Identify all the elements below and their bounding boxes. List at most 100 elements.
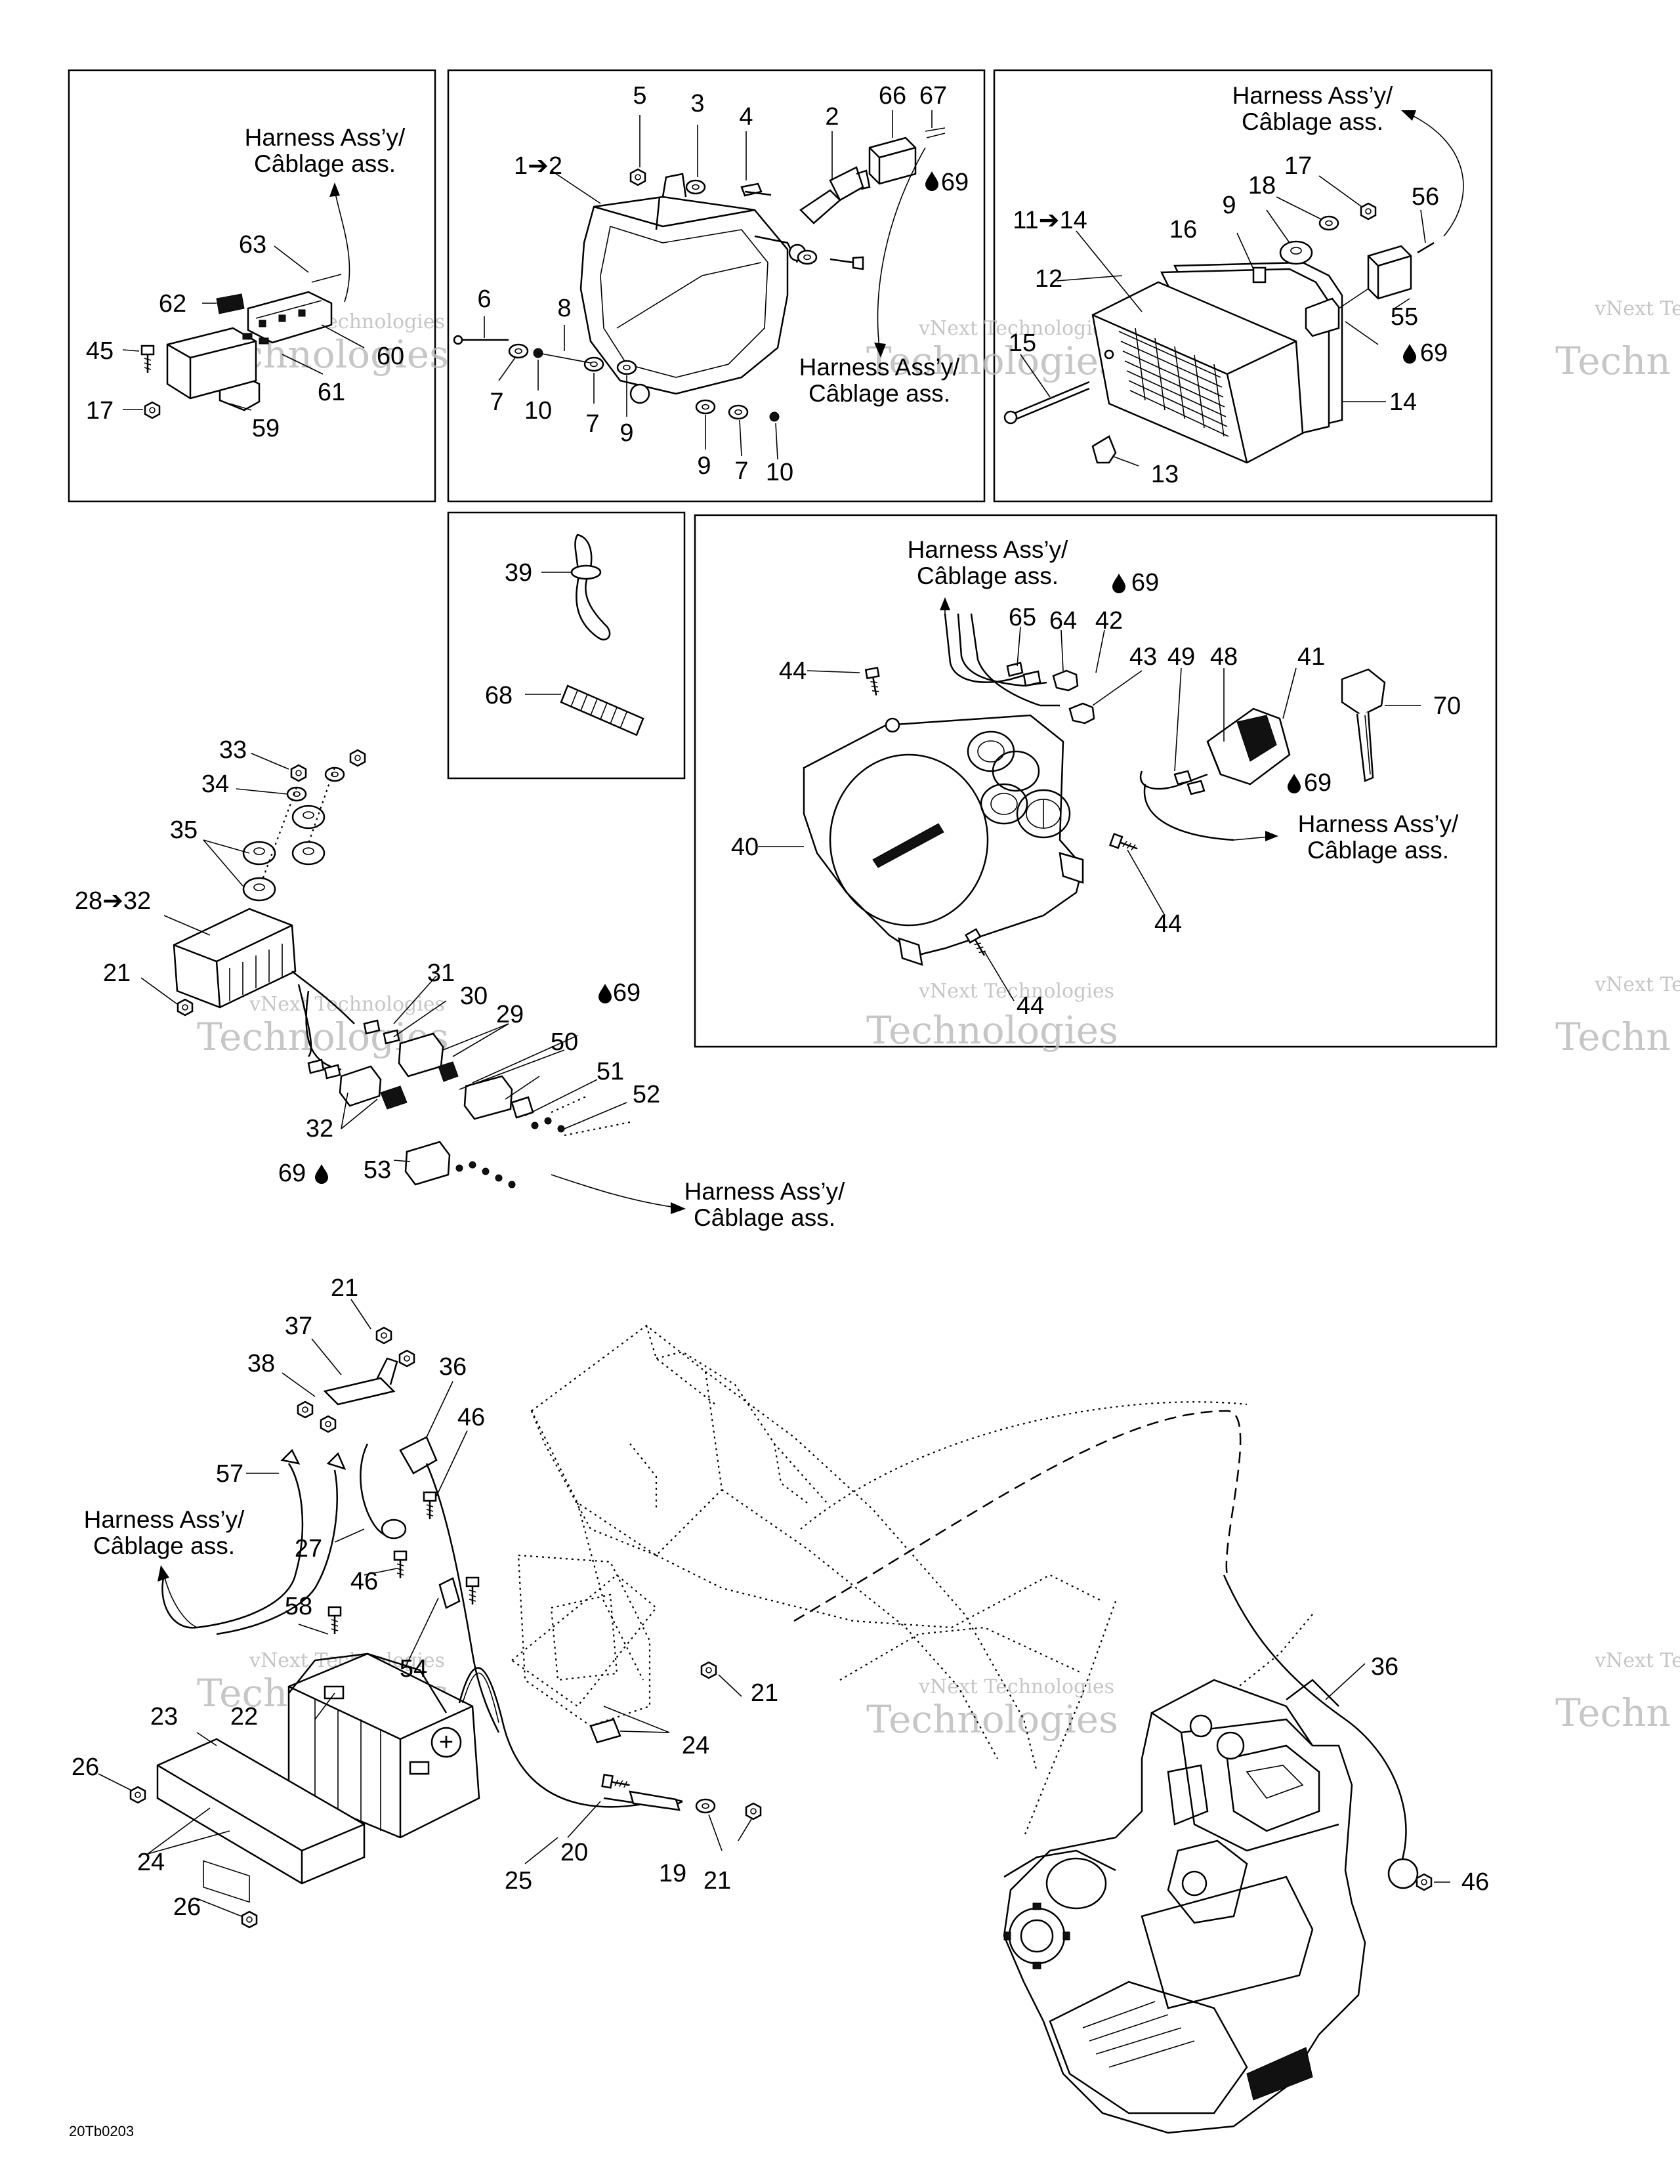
part-label-13: 13	[1151, 461, 1179, 488]
part-label-30: 30	[460, 982, 488, 1010]
part-label-21: 21	[751, 1679, 778, 1707]
control-module-assembly	[140, 749, 686, 1214]
part-label-16: 16	[1169, 216, 1197, 243]
battery-plus-symbol: +	[439, 1729, 453, 1756]
part-label-64: 64	[1049, 607, 1077, 635]
part-label-7: 7	[585, 410, 599, 438]
part-label-5: 5	[633, 82, 646, 110]
box-relay	[68, 69, 436, 503]
part-label-28: 28➔32	[75, 887, 151, 915]
harness-caption-line1: Harness Ass’y/	[1232, 82, 1393, 109]
part-label-51: 51	[597, 1058, 624, 1085]
part-label-34: 34	[201, 770, 229, 798]
part-label-44: 44	[779, 658, 807, 685]
harness-caption-line2: Câblage ass.	[1242, 108, 1383, 135]
part-label-69: 69	[1304, 769, 1332, 797]
part-label-50: 50	[551, 1028, 578, 1056]
box-ties	[447, 511, 686, 780]
harness-caption-line2: Câblage ass.	[694, 1204, 835, 1231]
part-label-69: 69	[1420, 339, 1448, 367]
part-label-10: 10	[766, 459, 793, 486]
part-label-15: 15	[1009, 329, 1036, 357]
part-label-49: 49	[1167, 643, 1195, 671]
part-label-21: 21	[331, 1274, 358, 1302]
part-label-54: 54	[400, 1655, 427, 1683]
watermark-text: vNext Technologies	[918, 980, 1114, 1003]
part-label-27: 27	[295, 1535, 322, 1563]
figure-code: 20Tb0203	[69, 2123, 134, 2139]
part-label-21: 21	[103, 959, 131, 987]
part-label-35: 35	[170, 816, 198, 844]
part-label-44: 44	[1154, 910, 1182, 938]
part-label-25: 25	[505, 1867, 532, 1895]
watermark-text: Technologies	[866, 1697, 1118, 1742]
harness-caption-line1: Harness Ass’y/	[1298, 810, 1459, 837]
watermark-text: Techn	[1555, 339, 1671, 383]
watermark-text: vNext Te	[1594, 297, 1680, 320]
part-label-63: 63	[239, 231, 266, 259]
part-label-8: 8	[557, 295, 571, 322]
part-label-26: 26	[72, 1754, 99, 1781]
part-label-3: 3	[690, 90, 704, 117]
part-label-60: 60	[377, 343, 404, 370]
part-label-36: 36	[439, 1353, 467, 1381]
part-label-21: 21	[704, 1867, 731, 1895]
part-label-69: 69	[613, 979, 640, 1007]
ties-assembly	[525, 534, 644, 736]
watermark-text: vNext Te	[1594, 1649, 1680, 1672]
part-label-69: 69	[1131, 569, 1159, 597]
box-taillight	[993, 69, 1493, 503]
part-label-1: 1➔2	[514, 152, 562, 180]
part-label-7: 7	[734, 457, 748, 485]
part-label-44: 44	[1017, 992, 1044, 1020]
headlight-assembly	[453, 110, 946, 460]
part-label-46: 46	[457, 1404, 485, 1431]
watermark-text: Techn	[1555, 1690, 1671, 1735]
part-label-69: 69	[941, 169, 969, 196]
part-label-46: 46	[1461, 1868, 1489, 1896]
part-label-32: 32	[306, 1115, 333, 1143]
part-label-33: 33	[219, 736, 247, 764]
part-label-52: 52	[633, 1081, 660, 1108]
relay-assembly	[122, 182, 365, 419]
watermark-group: vNext Technologies Technologies vNext Te…	[197, 297, 1680, 1742]
part-label-2: 2	[825, 103, 839, 131]
part-label-9: 9	[620, 419, 633, 447]
taillight-assembly	[1003, 110, 1464, 467]
part-label-69: 69	[278, 1160, 306, 1187]
part-label-59: 59	[252, 415, 280, 442]
part-label-37: 37	[285, 1312, 312, 1340]
part-label-14: 14	[1389, 388, 1417, 416]
box-cluster	[694, 514, 1498, 1048]
watermark-text: vNext Technologies	[918, 1675, 1114, 1698]
part-label-9: 9	[1222, 192, 1236, 219]
part-label-43: 43	[1129, 643, 1157, 671]
part-label-26: 26	[173, 1893, 201, 1921]
part-label-23: 23	[150, 1703, 178, 1731]
cluster-assembly	[758, 574, 1421, 1001]
watermark-text: vNext Te	[1594, 973, 1680, 996]
part-label-55: 55	[1391, 303, 1418, 331]
part-label-57: 57	[216, 1460, 243, 1488]
part-label-20: 20	[560, 1839, 588, 1866]
harness-caption-line1: Harness Ass’y/	[684, 1178, 845, 1205]
watermark-text: Techn	[1555, 1015, 1671, 1059]
harness-caption-line2: Câblage ass.	[917, 562, 1059, 589]
harness-caption-line1: Harness Ass’y/	[908, 536, 1068, 563]
part-label-41: 41	[1297, 643, 1325, 671]
harness-caption-line1: Harness Ass’y/	[799, 354, 960, 381]
harness-caption-line1: Harness Ass’y/	[84, 1506, 245, 1533]
part-label-65: 65	[1009, 604, 1036, 631]
part-label-22: 22	[230, 1703, 258, 1731]
watermark-text: vNext Technologies	[918, 317, 1114, 340]
watermark-text: Technologies	[866, 339, 1118, 383]
harness-caption-line2: Câblage ass.	[254, 150, 396, 177]
part-label-46: 46	[350, 1568, 378, 1595]
part-label-45: 45	[86, 337, 114, 365]
part-label-68: 68	[485, 682, 513, 709]
harness-caption-line2: Câblage ass.	[93, 1532, 235, 1559]
part-label-61: 61	[318, 379, 345, 406]
part-label-11: 11➔14	[1013, 207, 1087, 234]
part-label-38: 38	[247, 1350, 275, 1377]
watermark-text: vNext Technologies	[249, 993, 445, 1016]
